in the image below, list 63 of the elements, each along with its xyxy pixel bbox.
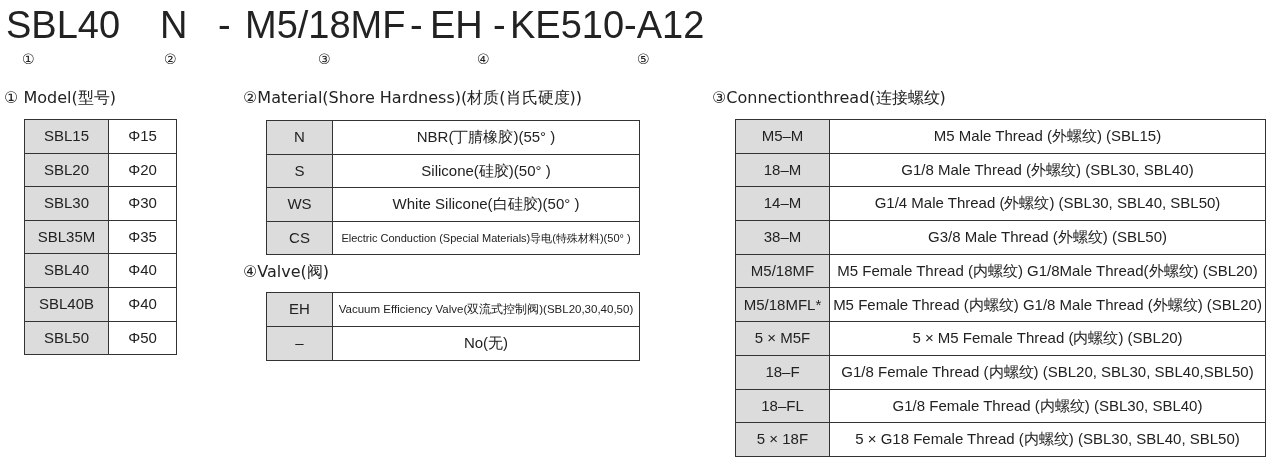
model-code-part: - [493,6,506,44]
table-cell-text: CS [289,227,310,248]
table-cell-text: 5 × 18F [756,429,809,450]
table-cell-text: Φ40 [128,260,157,281]
table-cell-text: G1/8 Female Thread (内螺纹) (SBL20, SBL30, SBL40,SBL50) [841,361,1254,382]
table-cell-text: 5 × M5F [754,328,811,349]
table-cell-text: M5–M [761,126,804,147]
table-cell-text: Φ15 [128,126,157,147]
table-cell-text: 5 × M5 Female Thread (内螺纹) (SBL20) [912,328,1183,349]
callout-number: ⑤ [637,52,650,66]
table-cell-text: Vacuum Efficiency Valve(双流式控制阀)(SBL20,30,40,50) [338,301,634,317]
table-cell-text: Φ40 [128,294,157,314]
table-cell-text: Φ35 [128,226,157,247]
section-heading: ① Model(型号) [4,90,116,106]
section-heading: ④Valve(阀) [243,264,330,280]
table-cell-text: 14–M [763,193,802,214]
table-cell-text: Φ20 [128,159,157,180]
table-cell-text: 18–F [765,361,800,382]
table-cell-text: – [295,333,304,354]
table-cell-text: N [294,127,305,147]
section-heading: ②Material(Shore Hardness)(材质(肖氏硬度)) [243,90,582,106]
model-code-part: KE510-A12 [510,6,705,44]
table-cell-text: M5 Female Thread (内螺纹) G1/8 Male Thread (外螺纹) (SBL20) [833,294,1262,315]
table-cell-text: SBL50 [43,327,89,348]
table-cell-text: SBL40B [38,294,94,314]
callout-number: ① [22,52,35,66]
table-cell-text: S [294,160,305,181]
table-cell-text: G1/8 Male Thread (外螺纹) (SBL30, SBL40) [901,159,1194,180]
callout-number: ② [164,52,177,66]
table-cell-text: SBL40 [43,260,89,281]
table-cell-text: WS [287,194,312,214]
table-cell-text: M5 Male Thread (外螺纹) (SBL15) [933,126,1162,147]
table-cell-text: M5 Female Thread (内螺纹) G1/8Male Thread(外螺纹) (SBL20) [837,260,1258,281]
section-heading: ③Connectionthread(连接螺纹) [712,90,946,106]
table-cell-text: Silicone(硅胶)(50° ) [421,160,551,181]
table-cell-text: G3/8 Male Thread (外螺纹) (SBL50) [928,227,1167,248]
table-cell-text: No(无) [463,333,509,354]
callout-number: ③ [318,52,331,66]
table-cell-text: 38–M [763,227,802,248]
model-code-part: N [160,6,188,44]
model-code-part: M5/18MF [245,6,406,44]
table-cell-text: 18–M [763,159,802,180]
table-cell-text: G1/8 Female Thread (内螺纹) (SBL30, SBL40) [892,395,1203,416]
table-cell-text: M5/18MF [750,260,815,281]
callout-number: ④ [477,52,490,66]
table-cell-text: Φ50 [128,327,157,348]
model-code-part: - [218,6,231,44]
table-cell-text: M5/18MFL* [743,294,822,315]
model-code-part: EH [430,6,483,44]
model-code-part: - [410,6,423,44]
table-cell-text: Electric Conduction (Special Materials)导电(特殊材料)(50° ) [341,230,631,246]
table-cell-text: SBL20 [43,159,89,180]
model-code-part: SBL40 [6,6,121,44]
table-cell-text: NBR(丁腈橡胶)(55° ) [416,127,556,147]
table-cell-text: G1/4 Male Thread (外螺纹) (SBL30, SBL40, SBL50) [874,193,1221,214]
table-cell-text: 18–FL [761,395,804,416]
table-cell-text: SBL30 [43,193,89,214]
table-cell-text: SBL15 [43,126,89,147]
table-cell-text: White Silicone(白硅胶)(50° ) [392,194,580,214]
table-cell-text: SBL35M [37,226,96,247]
table-cell-text: 5 × G18 Female Thread (内螺纹) (SBL30, SBL40, SBL50) [855,429,1240,450]
table-cell-text: Φ30 [128,193,157,214]
table-cell-text: EH [289,299,310,320]
